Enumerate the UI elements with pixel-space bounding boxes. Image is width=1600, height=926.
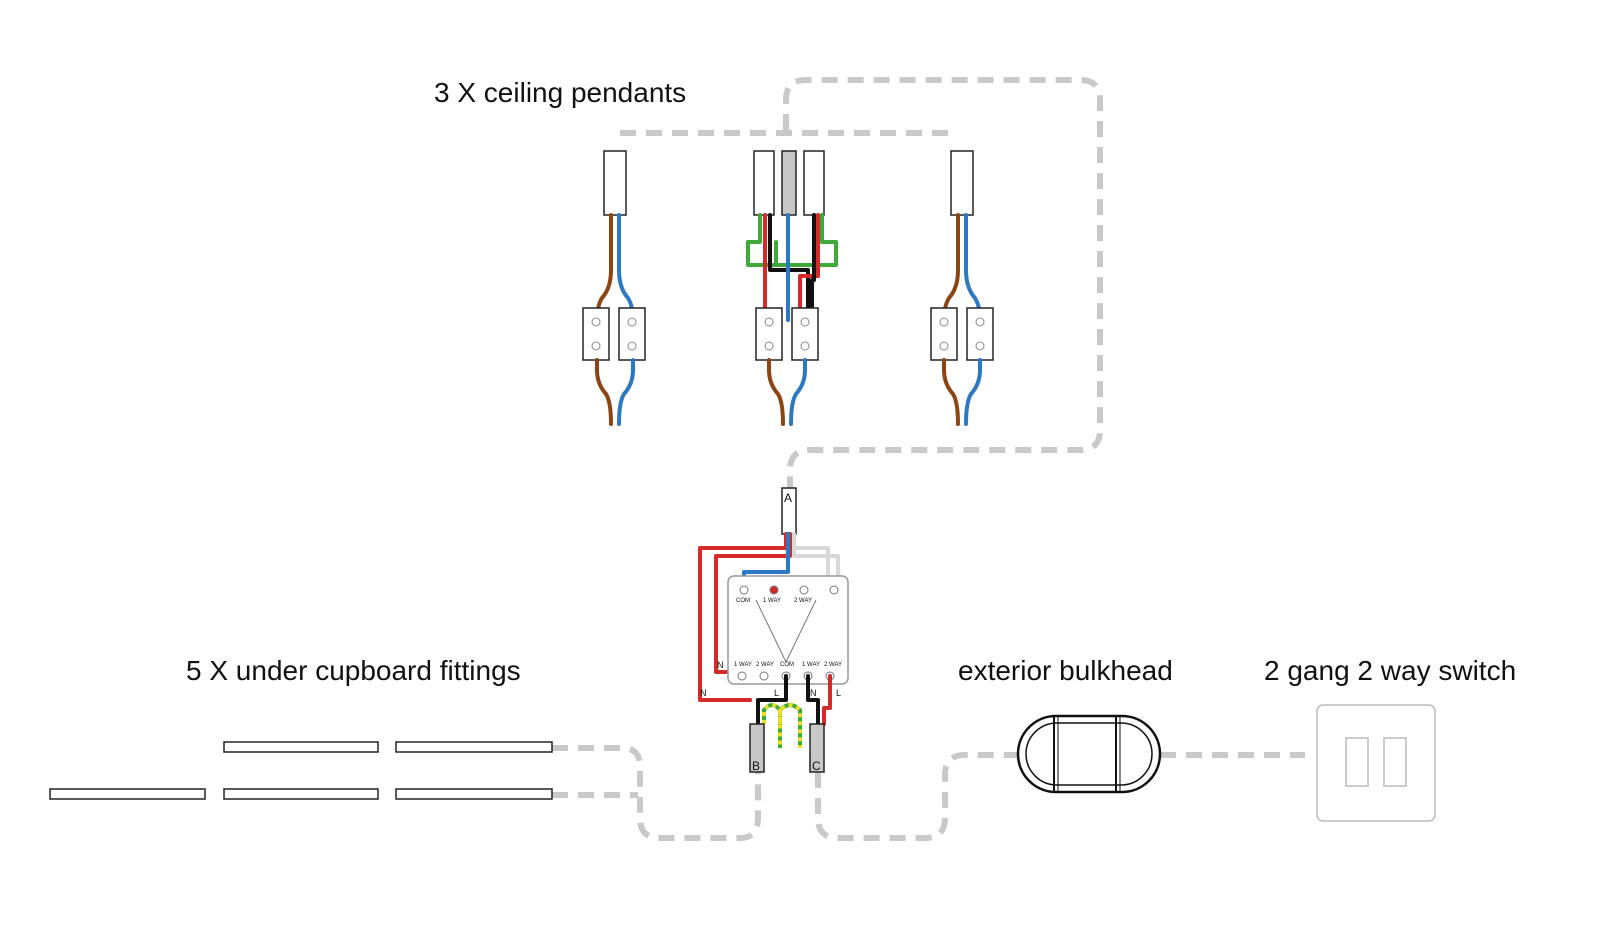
side-marker: L [836, 688, 841, 698]
connector-block [755, 307, 783, 361]
switch-plate [1316, 704, 1436, 822]
cupboard-fitting [49, 788, 206, 800]
connector-block [791, 307, 819, 361]
terminal-label: 2 WAY [794, 598, 812, 604]
switch-rocker-1 [1345, 737, 1369, 787]
terminal-label: 1 WAY [734, 662, 752, 668]
connector-block [618, 307, 646, 361]
switch-rocker-2 [1383, 737, 1407, 787]
bulkhead-feed-cable [815, 752, 1018, 841]
terminal-label: 2 WAY [824, 662, 842, 668]
cable-tag-a-label: A [784, 491, 792, 505]
pendant-ceiling-rose [603, 150, 627, 216]
switch-loop-cable [783, 77, 1103, 488]
connector-block [582, 307, 610, 361]
ceiling-pendants-label: 3 X ceiling pendants [434, 77, 686, 108]
cable-runs [552, 77, 1305, 841]
terminal-label: COM [736, 598, 750, 604]
connector-block [966, 307, 994, 361]
side-marker: N [700, 688, 707, 698]
terminal-label: COM [780, 662, 794, 668]
bulkhead-inner [1025, 722, 1153, 786]
cupboard-fitting [395, 741, 553, 753]
grey-cable-sleeve [781, 150, 797, 216]
pendant-ceiling-rose [753, 150, 775, 216]
pendant-right [930, 150, 994, 426]
side-marker: N [810, 688, 817, 698]
cable-tag-c-label: C [812, 759, 821, 773]
terminal-label: 1 WAY [802, 662, 820, 668]
pendant-ceiling-rose [950, 150, 974, 216]
two-gang-switch [1316, 704, 1436, 822]
pendant-centre [746, 150, 838, 426]
bulkhead-outer [1016, 714, 1162, 794]
cupboard-feed-cable-1 [552, 745, 761, 841]
switch-label: 2 gang 2 way switch [1264, 655, 1516, 686]
cable-tag-b [749, 723, 765, 773]
side-marker: L [774, 688, 779, 698]
under-cupboard-label: 5 X under cupboard fittings [186, 655, 521, 686]
exterior-bulkhead-label: exterior bulkhead [958, 655, 1173, 686]
pendant-left [582, 150, 646, 426]
cupboard-fitting [223, 741, 379, 753]
cupboard-fitting [395, 788, 553, 800]
cable-tag-c [809, 723, 825, 773]
connector-block [930, 307, 958, 361]
terminal-label: 1 WAY [763, 598, 781, 604]
cable-tag-b-label: B [752, 759, 760, 773]
pendant-ceiling-rose [803, 150, 825, 216]
under-cupboard-fittings [49, 741, 553, 800]
terminal-label: 2 WAY [756, 662, 774, 668]
junction-box-assembly: A COM 1 WAY 2 WAY 1 WAY 2 WAY COM 1 WAY … [698, 487, 849, 773]
exterior-bulkhead [1016, 714, 1162, 794]
side-marker: N [717, 660, 724, 670]
cupboard-fitting [223, 788, 379, 800]
